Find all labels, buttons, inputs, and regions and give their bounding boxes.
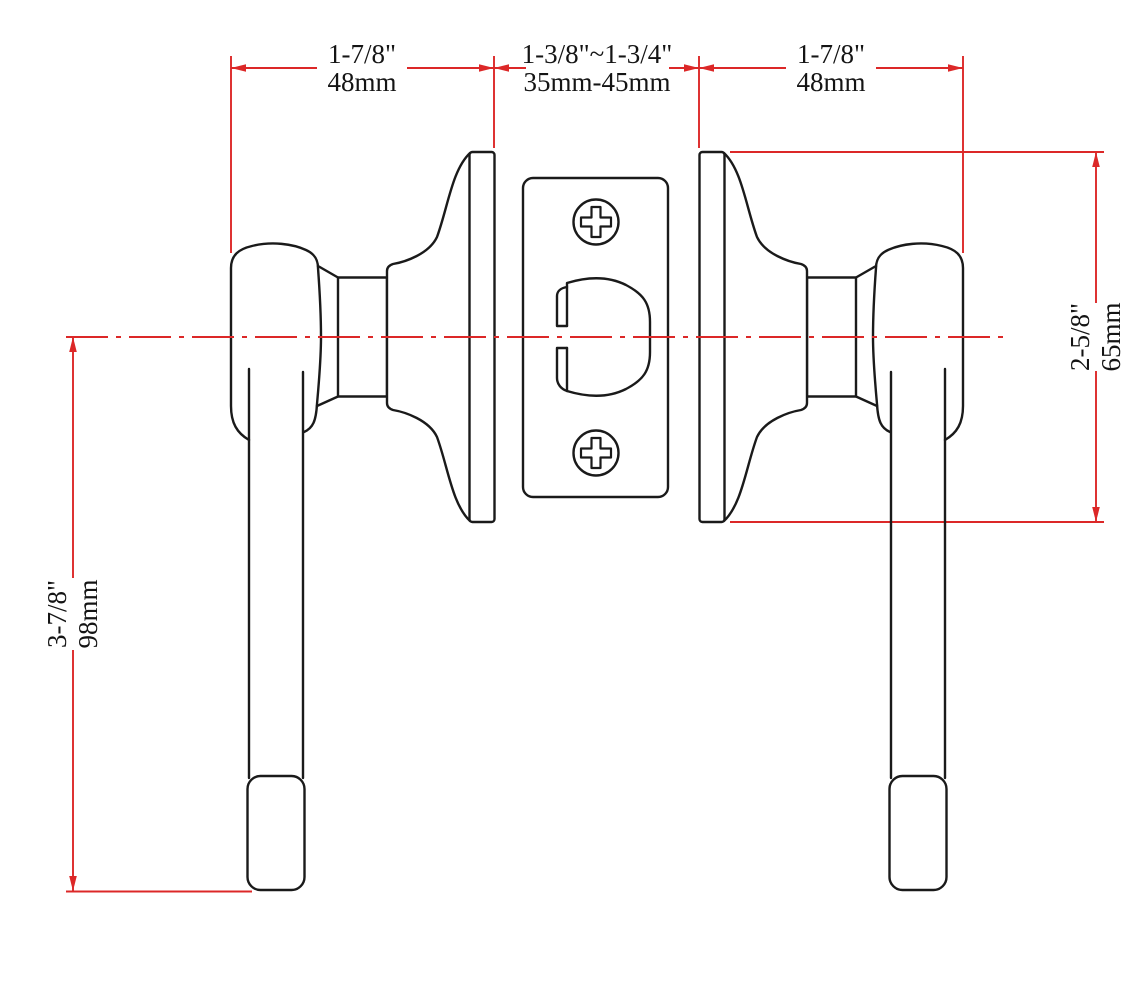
dim-right-lever-projection: 1-7/8" 48mm	[699, 39, 964, 253]
dim-lever-handle-length: 3-7/8" 98mm	[42, 337, 252, 893]
dim-label-inches: 1-3/8"~1-3/4"	[522, 39, 673, 69]
arrowhead-left	[231, 64, 246, 72]
arrowhead-down	[1092, 507, 1100, 522]
dim-label-inches: 1-7/8"	[797, 39, 865, 69]
dim-label-inches: 3-7/8"	[42, 580, 72, 648]
latch-bolt-tab-bottom	[555, 346, 569, 393]
dim-label-inches: 2-5/8"	[1065, 303, 1095, 371]
dim-rose-height: 2-5/8" 65mm	[730, 151, 1126, 523]
left-lever-assembly	[229, 150, 496, 892]
arrowhead-left	[699, 64, 714, 72]
arrowhead-down	[69, 876, 77, 891]
dim-door-thickness: 1-3/8"~1-3/4" 35mm-45mm	[494, 39, 700, 148]
rosette-flare	[385, 151, 472, 523]
arrowhead-left	[494, 64, 509, 72]
latch-screw-bottom	[572, 429, 620, 477]
dim-label-metric: 35mm-45mm	[524, 67, 671, 97]
dim-label-metric: 98mm	[73, 579, 103, 648]
lever-neck-chamfer	[315, 264, 340, 408]
dim-label-inches: 1-7/8"	[328, 39, 396, 69]
lever-end-cap	[246, 774, 306, 892]
lever-head	[231, 243, 321, 440]
arrowhead-right	[479, 64, 494, 72]
arrowhead-right	[684, 64, 699, 72]
arrowhead-up	[69, 337, 77, 352]
lever-head-outline	[229, 242, 323, 442]
arrowhead-up	[1092, 152, 1100, 167]
latch-screw-top	[572, 198, 620, 246]
phillips-cross-icon	[579, 205, 613, 239]
dim-label-metric: 48mm	[796, 67, 865, 97]
dim-left-lever-projection: 1-7/8" 48mm	[230, 39, 495, 253]
phillips-cross-icon	[579, 436, 613, 470]
arrowhead-right	[948, 64, 963, 72]
right-lever-assembly	[698, 150, 965, 892]
latch-bolt-tab-top	[555, 285, 569, 328]
dim-label-metric: 48mm	[327, 67, 396, 97]
dim-label-metric: 65mm	[1096, 302, 1126, 371]
lever-shaft	[247, 367, 305, 780]
